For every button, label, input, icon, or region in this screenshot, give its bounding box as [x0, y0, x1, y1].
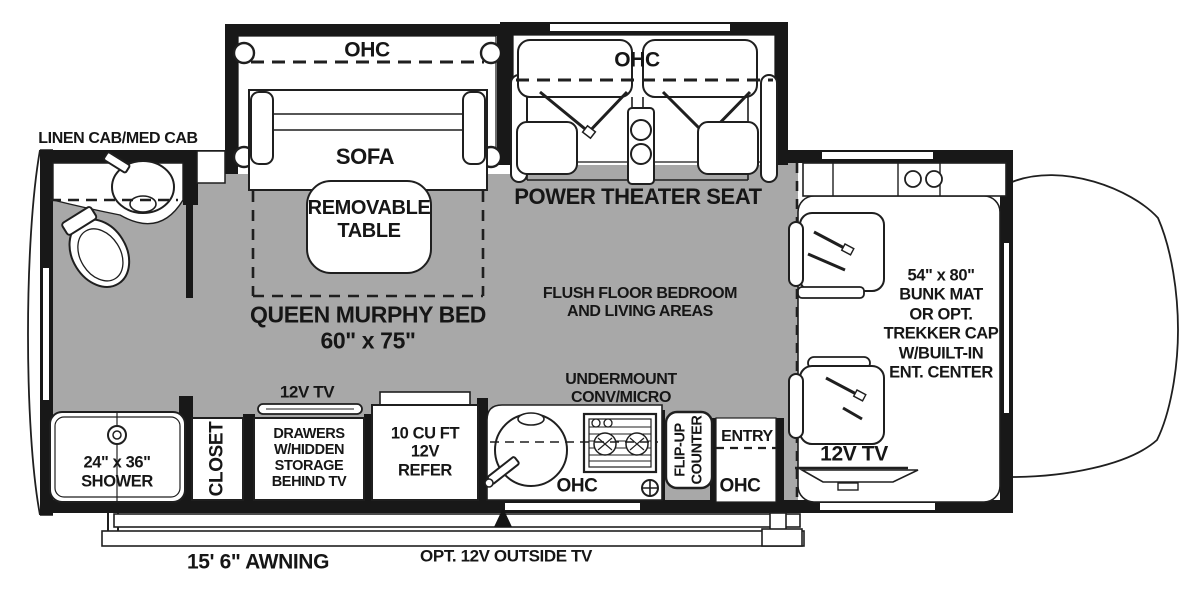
outside-tv-label: OPT. 12V OUTSIDE TV	[420, 546, 592, 566]
kitchen-counter	[484, 404, 663, 501]
removable-table-shape	[306, 180, 432, 274]
window	[820, 503, 935, 510]
closet-box	[191, 417, 244, 501]
window	[550, 24, 730, 31]
murphy-bed-outline	[251, 172, 485, 298]
flip-up-counter-shape	[664, 410, 714, 490]
cab-dash	[802, 162, 1007, 197]
window	[43, 268, 49, 400]
galley-ohc-left-label: OHC	[556, 475, 598, 497]
refrigerator-label: 10 CU FT 12V REFER	[390, 424, 460, 480]
undermount-label: UNDERMOUNT CONV/MICRO	[565, 371, 677, 406]
galley-ohc-right-label: OHC	[719, 475, 761, 497]
shower-label: 24" x 36" SHOWER	[81, 453, 153, 491]
window	[1004, 243, 1009, 413]
bunk-mat-label: 54" x 80" BUNK MAT OR OPT. TREKKER CAP W…	[883, 266, 999, 382]
window	[505, 503, 640, 510]
galley-tv-label: 12V TV	[279, 382, 335, 402]
linen-cab-label: LINEN CAB/MED CAB	[38, 130, 198, 148]
fixture-symbol-icon	[641, 479, 659, 497]
front-cap-outline	[1011, 174, 1179, 478]
entry-area	[715, 417, 777, 503]
theater-ohc-label: OHC	[614, 48, 660, 72]
tv-icon-cab	[795, 466, 919, 491]
drawers-box	[253, 417, 365, 501]
refrigerator-box	[371, 391, 479, 501]
entry-label: ENTRY	[721, 428, 773, 446]
closet-label: CLOSET	[206, 421, 228, 497]
sofa-label: SOFA	[335, 143, 395, 169]
power-theater-seat-label: POWER THEATER SEAT	[514, 183, 762, 209]
shower-drain-icon	[107, 425, 127, 445]
stove-icon	[582, 412, 658, 474]
shower-pan-icon	[49, 411, 186, 503]
awning-triangle-icon	[494, 508, 512, 527]
rear-cap-outline	[27, 149, 41, 516]
flush-floor-label: FLUSH FLOOR BEDROOM AND LIVING AREAS	[542, 285, 738, 320]
theater-seats-icon	[510, 39, 778, 185]
tv-icon-galley	[257, 403, 363, 415]
cup-holder-icon	[925, 170, 943, 188]
toilet-icon	[61, 206, 131, 288]
entry-steps	[761, 512, 803, 547]
removable-table-label: REMOVABLE TABLE	[307, 197, 431, 242]
sofa-icon	[248, 89, 488, 191]
drawers-label: DRAWERS W/HIDDEN STORAGE BEHIND TV	[271, 426, 347, 490]
driver-seat-icon	[788, 212, 885, 299]
awning-label: 15' 6" AWNING	[186, 550, 330, 574]
cup-holder-icon	[904, 170, 922, 188]
cab-tv-label: 12V TV	[820, 442, 888, 466]
sofa-ohc-label: OHC	[344, 38, 390, 62]
cabinet-box	[196, 150, 226, 184]
flip-up-counter-label: FLIP-UP COUNTER	[672, 415, 705, 485]
awning-bar	[101, 513, 805, 547]
murphy-bed-label: QUEEN MURPHY BED 60" x 75"	[250, 301, 486, 354]
faucet-icon	[103, 151, 131, 174]
window	[822, 152, 933, 159]
passenger-seat-icon	[788, 356, 885, 445]
